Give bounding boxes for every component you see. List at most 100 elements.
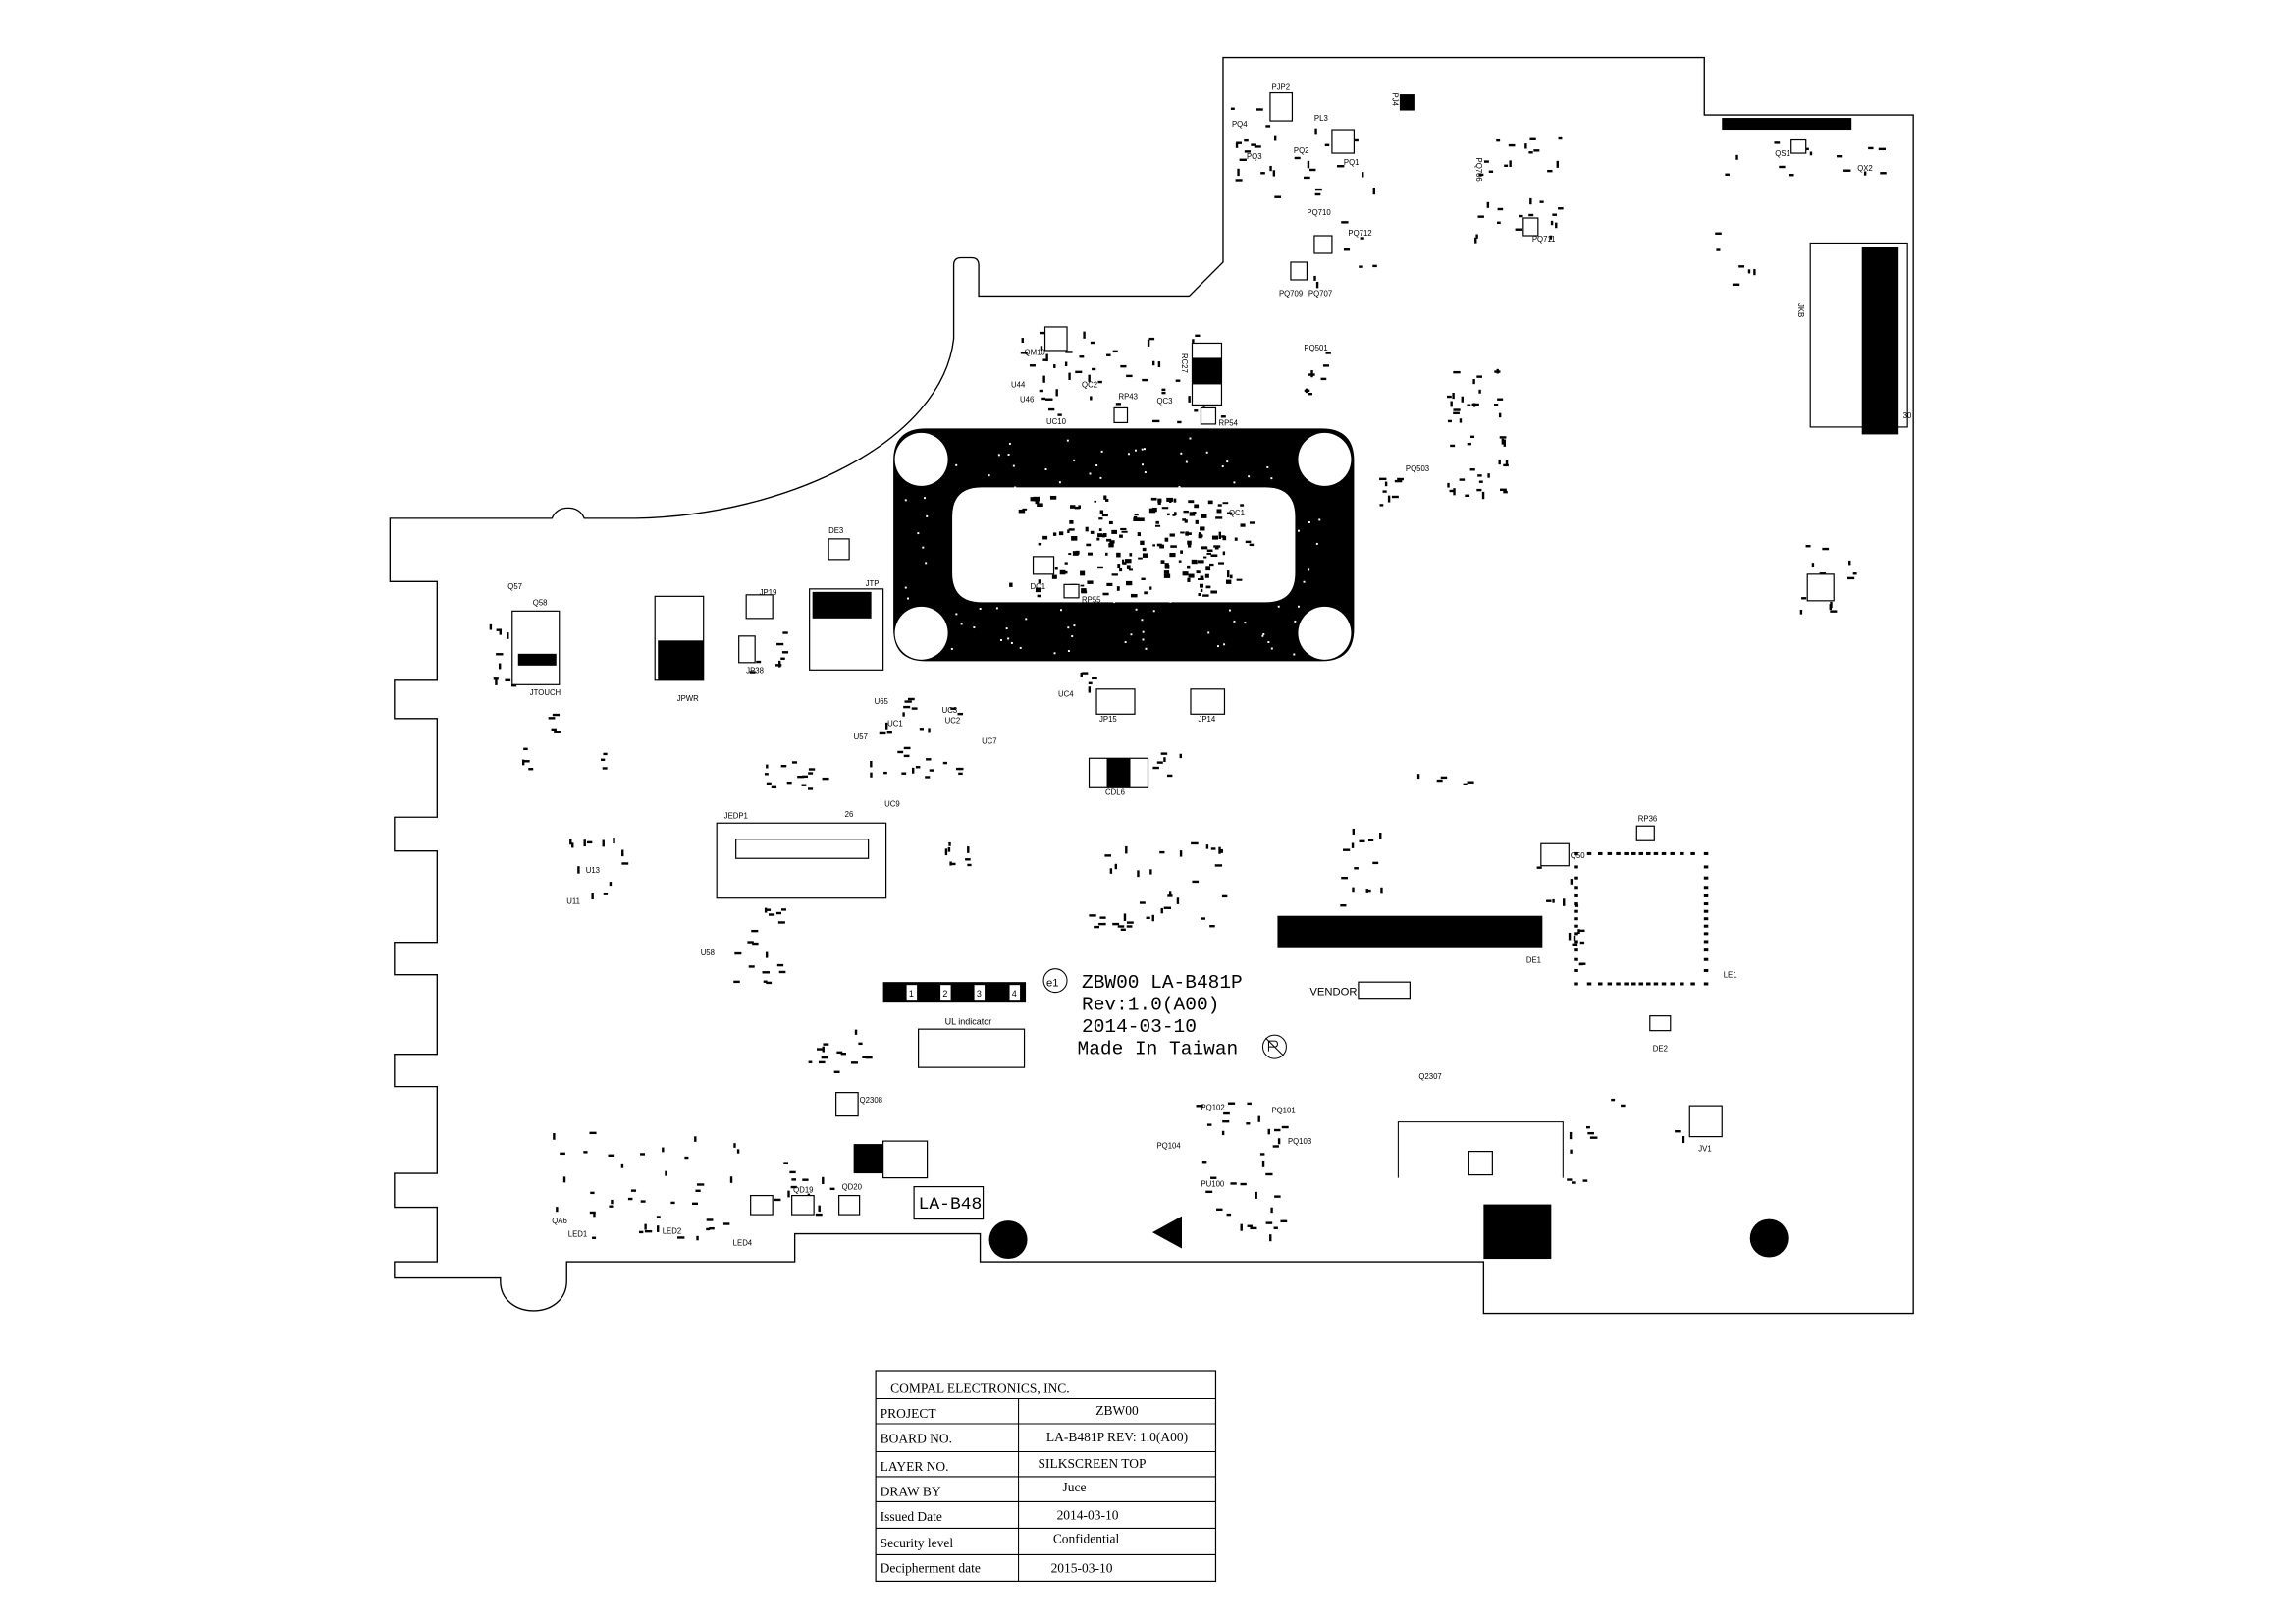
component-pad <box>1273 1226 1278 1229</box>
component-pad <box>1092 367 1096 371</box>
component-pad <box>665 1170 667 1176</box>
component-pad <box>1801 597 1807 600</box>
cpu-area-pad <box>1126 580 1133 586</box>
component-pad <box>733 1143 736 1148</box>
component-pad <box>791 761 798 764</box>
title-row-label: LAYER NO. <box>881 1459 949 1474</box>
component-pad <box>1341 221 1349 224</box>
component-pad <box>1265 125 1271 128</box>
component-pad <box>1274 1195 1281 1198</box>
component-pad <box>1508 143 1516 147</box>
component-pad <box>1206 1123 1212 1126</box>
component-pad <box>1261 1160 1265 1167</box>
frame-via <box>917 532 920 535</box>
component-pad <box>1220 848 1223 853</box>
frame-via <box>1294 620 1297 623</box>
bga-ring-pad <box>1598 851 1603 855</box>
component-pad <box>1587 1131 1594 1135</box>
component-pad <box>1126 925 1133 928</box>
cpu-area-pad <box>1116 586 1120 591</box>
cpu-area-pad <box>1087 580 1094 584</box>
refdes-label: UC9 <box>884 800 900 809</box>
cpu-area-pad <box>1081 588 1087 591</box>
qd-part <box>750 1194 774 1216</box>
component-pad <box>1126 374 1133 378</box>
component-pad <box>511 684 517 687</box>
component-pad <box>1467 404 1471 406</box>
component-pad <box>1137 870 1140 878</box>
frame-via <box>904 499 907 502</box>
component-pad <box>1528 213 1534 217</box>
component-pad <box>684 1156 689 1160</box>
component-pad <box>1156 761 1163 764</box>
frame-via <box>1144 471 1147 473</box>
frame-via <box>1142 463 1145 466</box>
component-pad <box>1314 192 1321 196</box>
cpu-area-pad <box>1173 498 1177 503</box>
component-pad <box>729 1176 733 1183</box>
indicator-number: 1 <box>909 989 914 999</box>
cpu-area-pad <box>1071 536 1078 541</box>
component-pad <box>903 705 911 709</box>
frame-via <box>1308 568 1310 571</box>
cpu-area-pad <box>1102 592 1109 596</box>
component-pad <box>1146 916 1150 920</box>
bga-ring-pad <box>1653 982 1659 986</box>
component-pad <box>802 775 808 779</box>
component-pad <box>554 731 561 733</box>
refdes-label: QC2 <box>1082 380 1097 389</box>
frame-via <box>925 562 928 565</box>
component-pad <box>1359 839 1365 843</box>
component-pad <box>1322 364 1330 367</box>
cpu-area-pad <box>1170 545 1177 548</box>
component-pad <box>1303 176 1310 180</box>
refdes-label: PQ503 <box>1406 464 1429 473</box>
component-pad <box>1220 415 1226 418</box>
component-pad <box>1436 779 1443 783</box>
frame-via <box>1008 442 1011 445</box>
cpu-area-pad <box>1210 554 1218 558</box>
cpu-area-pad <box>1183 510 1189 514</box>
component-pad <box>1352 887 1355 893</box>
bga-ring-pad <box>1680 982 1684 986</box>
component-pad <box>1159 850 1165 854</box>
component-pad <box>1125 845 1128 854</box>
cpu-area-pad <box>1117 564 1121 568</box>
jtouch-connector-body <box>517 653 557 666</box>
refdes-label: Q2307 <box>1418 1072 1441 1081</box>
refdes-label: JEDP1 <box>724 812 748 821</box>
component-pad <box>1789 174 1794 177</box>
cpu-area-pad <box>1172 514 1176 516</box>
frame-via <box>1141 619 1144 622</box>
refdes-label: DE2 <box>1653 1045 1668 1054</box>
component-pad <box>1324 143 1330 146</box>
component-pad <box>1175 379 1181 382</box>
component-pad <box>959 767 964 771</box>
bga-ring-pad <box>1703 876 1709 880</box>
component-pad <box>1589 1136 1598 1139</box>
cpu-area-pad <box>1163 570 1170 574</box>
q2308-part <box>835 1092 859 1117</box>
component-pad <box>858 1042 863 1046</box>
refdes-label: PQ2 <box>1294 146 1309 155</box>
frame-via <box>1226 460 1229 463</box>
component-pad <box>1567 1178 1573 1181</box>
cpu-area-pad <box>1142 547 1147 552</box>
project-line: ZBW00 LA-B481P <box>1082 972 1243 994</box>
refdes-label: Q2308 <box>860 1096 882 1105</box>
cpu-area-pad <box>1198 560 1204 564</box>
component-pad <box>1191 841 1199 845</box>
jedp1-connector-slot <box>735 839 870 859</box>
component-pad <box>1779 165 1786 169</box>
cpu-area-pad <box>1068 528 1075 531</box>
component-pad <box>1045 353 1048 362</box>
component-pad <box>1569 1131 1573 1140</box>
refdes-label: JP19 <box>760 588 777 597</box>
component-pad <box>1505 460 1509 466</box>
frame-via <box>1058 481 1061 484</box>
component-pad <box>1582 1179 1588 1182</box>
frame-via <box>1100 450 1103 453</box>
frame-via <box>1073 459 1076 461</box>
frame-via <box>1025 618 1028 621</box>
component-pad <box>1528 151 1533 154</box>
